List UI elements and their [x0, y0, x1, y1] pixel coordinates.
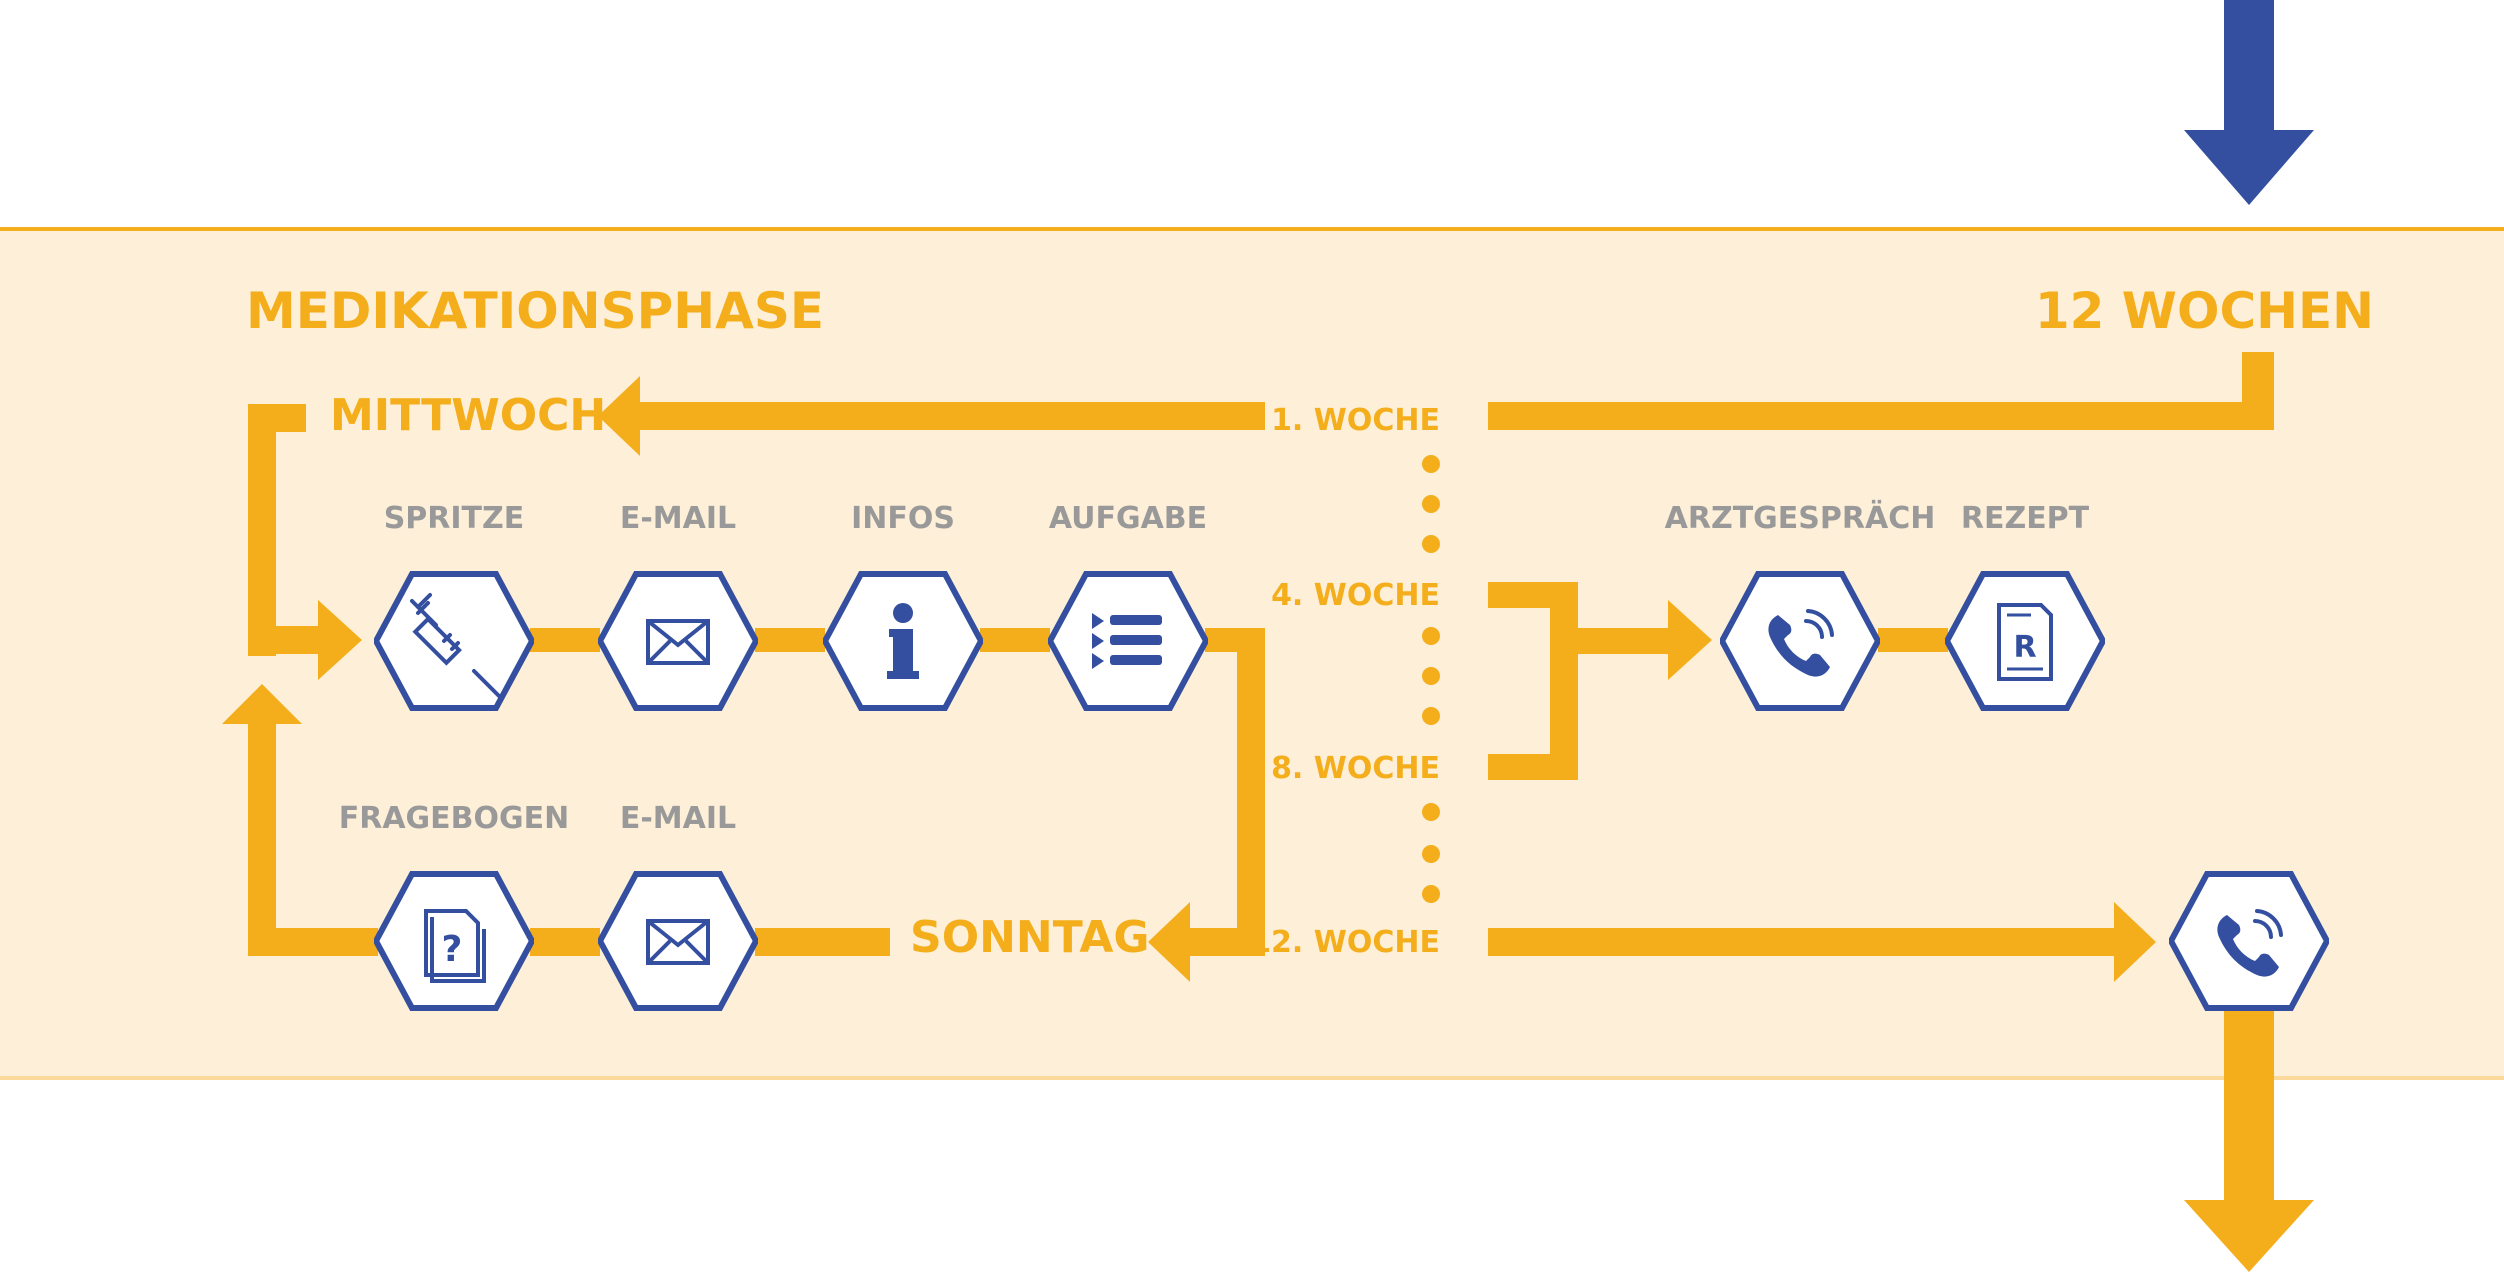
node-arztgespraech: [1722, 574, 1878, 708]
node-aufgabe: [1050, 574, 1206, 708]
week-dots: [1422, 455, 1440, 903]
label-fragebogen: FRAGEBOGEN: [339, 801, 570, 836]
syringe-icon: [410, 593, 502, 699]
info-icon: [887, 603, 919, 679]
flow-connectors: [222, 352, 2274, 982]
node-infos: [825, 574, 981, 708]
label-spritze: SPRITZE: [384, 501, 525, 536]
task-list-icon: [1092, 613, 1162, 669]
node-spritze: [376, 574, 532, 708]
node-fragebogen: ?: [376, 874, 532, 1008]
node-email-bottom: [600, 874, 756, 1008]
label-email-top: E-MAIL: [620, 501, 736, 536]
week-4-label: 4. WOCHE: [1271, 578, 1440, 613]
week-1-label: 1. WOCHE: [1271, 403, 1440, 438]
rx-letter: R: [2013, 630, 2036, 665]
questionnaire-icon: ?: [424, 909, 486, 983]
duration-label: 12 WOCHEN: [2035, 282, 2374, 340]
node-final-call: [2171, 874, 2327, 1008]
label-rezept: REZEPT: [1961, 501, 2090, 536]
day-wednesday: MITTWOCH: [330, 390, 606, 441]
phase-title: MEDIKATIONSPHASE: [246, 282, 824, 340]
outgoing-arrow: [2184, 1010, 2314, 1272]
label-email-bottom: E-MAIL: [620, 801, 736, 836]
label-arztgespraech: ARZTGESPRÄCH: [1665, 500, 1936, 536]
node-rezept: R: [1947, 574, 2103, 708]
svg-text:?: ?: [442, 929, 463, 970]
week-8-label: 8. WOCHE: [1271, 751, 1440, 786]
prescription-icon: R: [1997, 603, 2053, 681]
node-email-top: [600, 574, 756, 708]
incoming-arrow: [2184, 0, 2314, 205]
label-aufgabe: AUFGABE: [1049, 501, 1207, 536]
label-infos: INFOS: [851, 501, 955, 536]
day-sunday: SONNTAG: [910, 912, 1150, 963]
week-12-label: 12. WOCHE: [1250, 925, 1440, 960]
